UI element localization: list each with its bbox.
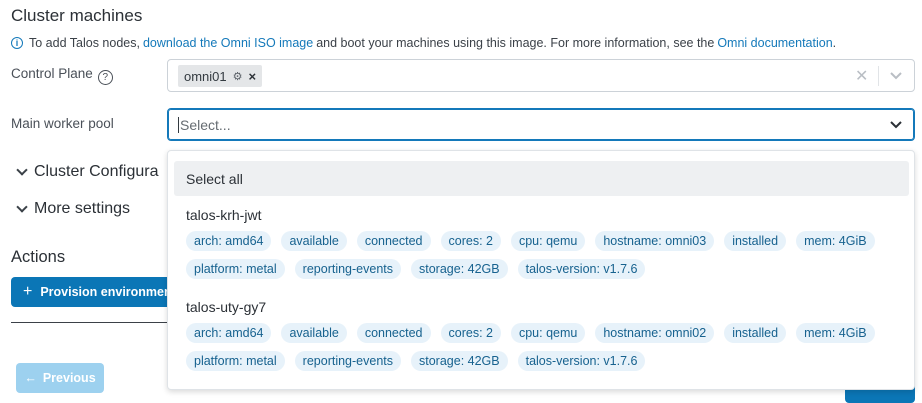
machine-tag: connected xyxy=(357,231,431,251)
text-cursor xyxy=(178,117,179,133)
machine-tag: available xyxy=(281,323,346,343)
selected-machine-chip: omni01 ⚙ × xyxy=(178,65,262,87)
remove-chip-icon[interactable]: × xyxy=(249,69,257,84)
control-plane-label: Control Plane? xyxy=(11,66,113,85)
clear-icon[interactable]: ✕ xyxy=(855,66,868,86)
machine-tag: platform: metal xyxy=(186,259,285,279)
chevron-down-icon[interactable] xyxy=(889,120,903,130)
previous-button-label: Previous xyxy=(43,371,96,385)
machine-tag: hostname: omni03 xyxy=(595,231,714,251)
machine-tags-row: arch: amd64 available connected cores: 2… xyxy=(186,323,906,343)
machine-tag: mem: 4GiB xyxy=(796,231,875,251)
chevron-down-icon xyxy=(16,201,27,212)
machine-tag: installed xyxy=(724,323,786,343)
chevron-down-icon xyxy=(16,164,27,175)
machine-tag: arch: amd64 xyxy=(186,323,271,343)
indicator-separator xyxy=(878,66,879,86)
select-all-option[interactable]: Select all xyxy=(174,161,909,196)
worker-pool-dropdown-menu: Select all talos-krh-jwt arch: amd64 ava… xyxy=(167,150,915,390)
control-plane-label-text: Control Plane xyxy=(11,66,93,81)
worker-pool-select[interactable]: Select... xyxy=(167,108,915,141)
machine-tag: reporting-events xyxy=(295,259,401,279)
machine-name: talos-krh-jwt xyxy=(186,207,906,223)
chevron-down-icon[interactable] xyxy=(889,71,903,81)
page-title: Cluster machines xyxy=(11,6,142,26)
download-iso-link[interactable]: download the Omni ISO image xyxy=(143,36,313,50)
cluster-config-heading: Cluster Configura xyxy=(34,163,159,181)
cluster-config-section[interactable]: Cluster Configura xyxy=(18,163,159,181)
gear-icon: ⚙ xyxy=(233,70,243,83)
machine-tag: hostname: omni02 xyxy=(595,323,714,343)
machine-tag: cpu: qemu xyxy=(511,323,585,343)
actions-heading: Actions xyxy=(11,248,65,267)
machine-tag: storage: 42GB xyxy=(411,259,508,279)
machine-tag: arch: amd64 xyxy=(186,231,271,251)
machine-tag: cores: 2 xyxy=(441,323,501,343)
machine-tag: connected xyxy=(357,323,431,343)
machine-tag: cores: 2 xyxy=(441,231,501,251)
previous-button[interactable]: ← Previous xyxy=(16,363,104,393)
info-prefix: To add Talos nodes, xyxy=(29,36,140,50)
machine-tags-row: arch: amd64 available connected cores: 2… xyxy=(186,231,906,251)
machine-tags-row: platform: metal reporting-events storage… xyxy=(186,351,906,371)
info-icon: i xyxy=(11,37,23,49)
arrow-left-icon: ← xyxy=(24,371,37,385)
machine-tag: installed xyxy=(724,231,786,251)
more-settings-heading: More settings xyxy=(34,200,130,218)
help-icon[interactable]: ? xyxy=(98,70,113,85)
machine-tag: available xyxy=(281,231,346,251)
machine-option[interactable]: talos-krh-jwt arch: amd64 available conn… xyxy=(186,207,906,279)
machine-tag: talos-version: v1.7.6 xyxy=(518,259,646,279)
machine-name: talos-uty-gy7 xyxy=(186,299,906,315)
provision-button-label: Provision environment xyxy=(40,285,175,299)
machine-tag: platform: metal xyxy=(186,351,285,371)
more-settings-section[interactable]: More settings xyxy=(18,200,130,218)
machine-tags-row: platform: metal reporting-events storage… xyxy=(186,259,906,279)
info-middle: and boot your machines using this image.… xyxy=(316,36,714,50)
machine-option[interactable]: talos-uty-gy7 arch: amd64 available conn… xyxy=(186,299,906,371)
omni-docs-link[interactable]: Omni documentation xyxy=(717,36,832,50)
chip-label: omni01 xyxy=(184,69,227,84)
machine-tag: mem: 4GiB xyxy=(796,323,875,343)
machine-tag: reporting-events xyxy=(295,351,401,371)
info-suffix: . xyxy=(833,36,836,50)
worker-pool-label: Main worker pool xyxy=(11,116,114,131)
machine-tag: cpu: qemu xyxy=(511,231,585,251)
control-plane-select[interactable]: omni01 ⚙ × ✕ xyxy=(167,59,915,92)
machine-tag: storage: 42GB xyxy=(411,351,508,371)
worker-pool-placeholder[interactable]: Select... xyxy=(180,117,231,133)
plus-icon: + xyxy=(23,283,32,301)
machine-tag: talos-version: v1.7.6 xyxy=(518,351,646,371)
info-text: i To add Talos nodes, download the Omni … xyxy=(11,36,836,50)
